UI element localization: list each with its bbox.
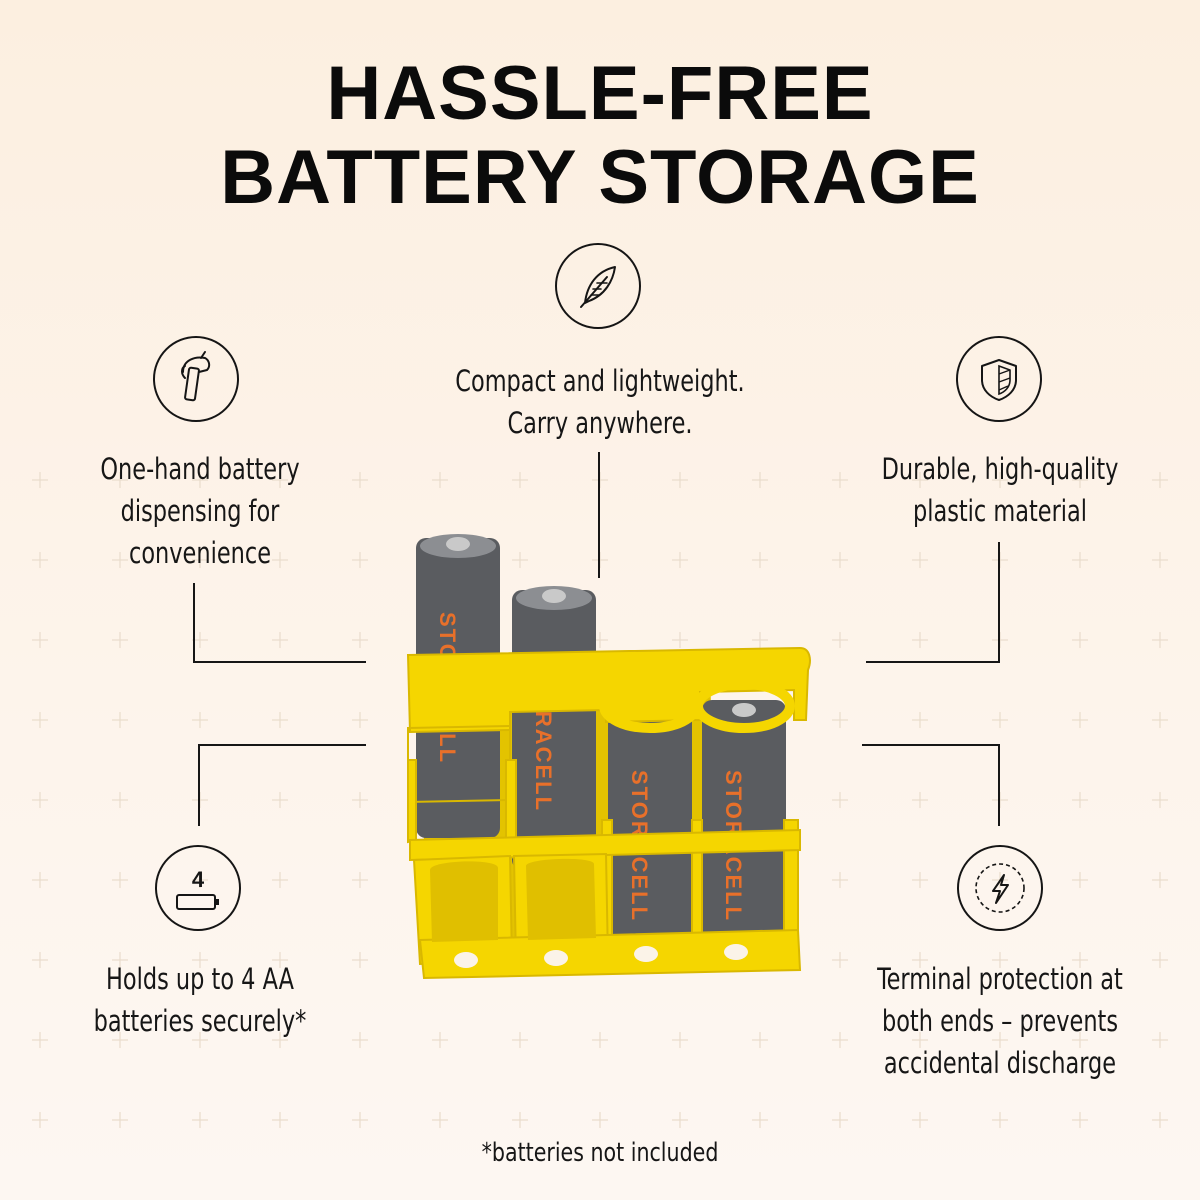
feature-one-hand-line-1: One-hand battery: [100, 452, 300, 486]
feature-durable-line-2: plastic material: [912, 494, 1088, 528]
connector-line-durable-h: [866, 661, 1000, 663]
battery-count-number: 4: [192, 867, 205, 892]
feature-terminal-text: Terminal protection at both ends – preve…: [845, 958, 1155, 1084]
feature-one-hand-line-2: dispensing for: [120, 494, 280, 528]
battery-count-icon: 4: [155, 845, 241, 931]
footnote: *batteries not included: [481, 1138, 719, 1168]
connector-line-durable-v: [998, 542, 1000, 663]
feature-capacity-line-2: batteries securely*: [93, 1004, 307, 1038]
feature-durable-line-1: Durable, high-quality: [881, 452, 1119, 486]
connector-line-terminal-v: [998, 744, 1000, 826]
feature-lightweight-line-1: Compact and lightweight.: [455, 364, 745, 398]
connector-line-one-hand-h: [193, 661, 366, 663]
feature-terminal-line-3: accidental discharge: [883, 1046, 1117, 1080]
hand-dispense-icon: [153, 336, 239, 422]
battery-4: STORACELL: [702, 700, 786, 940]
feature-terminal-line-1: Terminal protection at: [877, 962, 1123, 996]
feature-lightweight-text: Compact and lightweight. Carry anywhere.: [445, 360, 755, 444]
title-line-2: BATTERY STORAGE: [220, 135, 980, 220]
feature-capacity-line-1: Holds up to 4 AA: [106, 962, 294, 996]
connector-line-lightweight: [598, 452, 600, 578]
battery-case-product-image: STORACELL STORACELL STORACELL STORACELL: [406, 534, 811, 980]
feature-terminal-line-2: both ends – prevents: [881, 1004, 1119, 1038]
connector-line-capacity-v: [198, 744, 200, 826]
connector-line-one-hand-v: [193, 583, 195, 663]
battery-3: STORACELL: [608, 700, 692, 940]
feature-durable-text: Durable, high-quality plastic material: [854, 448, 1146, 532]
lightning-bolt-icon: [957, 845, 1043, 931]
connector-line-capacity-h: [198, 744, 366, 746]
connector-line-terminal-h: [862, 744, 1000, 746]
feature-one-hand-text: One-hand battery dispensing for convenie…: [80, 448, 321, 574]
page-title: HASSLE-FREE BATTERY STORAGE: [0, 52, 1200, 220]
feather-icon: [555, 243, 641, 329]
title-line-1: HASSLE-FREE: [326, 51, 874, 136]
feature-capacity-text: Holds up to 4 AA batteries securely*: [80, 958, 321, 1042]
feature-lightweight-line-2: Carry anywhere.: [507, 406, 693, 440]
feature-one-hand-line-3: convenience: [128, 536, 272, 570]
battery-2: STORACELL: [512, 586, 596, 870]
shield-icon: [956, 336, 1042, 422]
